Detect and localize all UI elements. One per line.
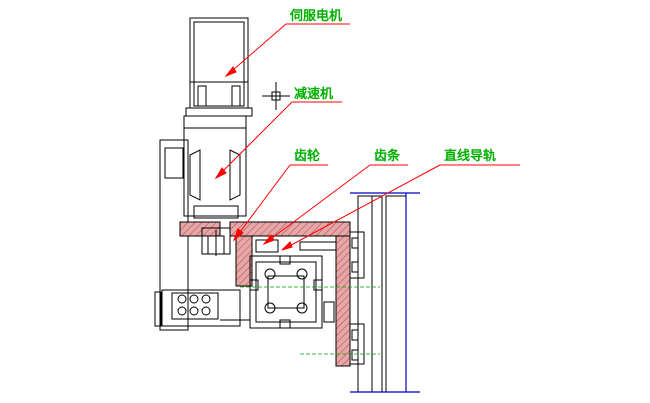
carriage-blocks: [349, 231, 365, 365]
label-linear-guide: 直线导轨: [444, 148, 496, 164]
label-reducer: 减速机: [294, 86, 333, 102]
reducer: [183, 115, 247, 219]
bolt-grid: [177, 294, 211, 316]
aluminum-profile: [220, 255, 335, 329]
housing-frame: [154, 139, 241, 331]
servo-motor: [185, 17, 253, 117]
label-gear: 齿轮: [294, 148, 320, 164]
label-servo-motor: 伺服电机: [289, 8, 342, 24]
leader-lines: [214, 23, 520, 251]
gear: [201, 227, 231, 256]
crosshair-icon: [262, 82, 290, 110]
label-rack: 齿条: [374, 148, 401, 164]
centerlines: [240, 286, 380, 355]
guide-axis-lines: [350, 192, 420, 393]
linear-guide: [357, 195, 407, 393]
